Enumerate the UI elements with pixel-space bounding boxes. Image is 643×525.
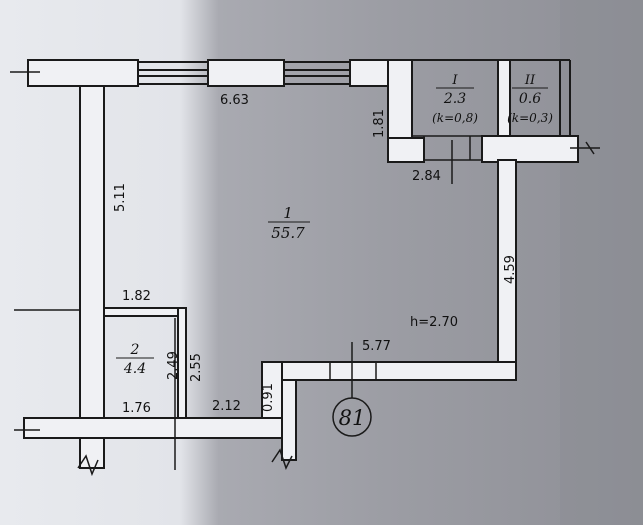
dim-room2-height: 2.49 — [166, 351, 181, 380]
room-1-label: 1 55.7 — [268, 204, 310, 242]
wall-room2-right — [177, 307, 187, 419]
room-2-label: 2 4.4 — [116, 342, 154, 377]
wall-bottom — [23, 417, 283, 439]
dim-room2-bottom: 1.76 — [122, 401, 151, 416]
walls — [23, 59, 579, 469]
room-I-coef: (k=0,8) — [432, 111, 478, 125]
wall-top-pier — [207, 59, 285, 87]
dim-step-height: 0.91 — [261, 383, 276, 412]
apartment-number-circle — [332, 397, 372, 437]
wall-entrance-jamb — [281, 379, 297, 461]
dim-room2-top: 1.82 — [122, 289, 151, 304]
room-II-coef: (k=0,3) — [507, 111, 553, 125]
paper-edge-shadow — [560, 0, 643, 525]
ceiling-height: h=2.70 — [410, 315, 458, 330]
dim-bottom-wall: 5.77 — [362, 339, 391, 354]
wall-top-left — [27, 59, 139, 87]
wall-right-top — [481, 135, 579, 163]
room-II-area: 0.6 — [519, 91, 541, 107]
room-2-number: 2 — [130, 342, 140, 358]
dim-right-wall: 4.59 — [503, 255, 518, 284]
dim-room2-outer-height: 2.55 — [189, 353, 204, 382]
room-I-label: I 2.3 (k=0,8) — [432, 73, 478, 125]
room-1-number: 1 — [283, 204, 293, 222]
room-II-label: II 0.6 (k=0,3) — [507, 73, 553, 125]
dim-corridor-width: 2.12 — [212, 399, 241, 414]
wall-niche-bottom — [387, 137, 425, 163]
room-lines — [10, 71, 600, 477]
dim-niche-depth: 1.81 — [372, 109, 387, 138]
wall-bottom-right — [261, 361, 517, 381]
room-I-number: I — [451, 73, 458, 88]
room-II-number: II — [524, 73, 536, 88]
dim-top-wall: 6.63 — [220, 93, 249, 108]
room-I-area: 2.3 — [443, 91, 466, 107]
apartment-number: 81 — [339, 406, 366, 430]
room-1-area: 55.7 — [271, 224, 305, 242]
dim-niche-width: 2.84 — [412, 169, 441, 184]
wall-bottom-stub — [79, 437, 105, 469]
dim-left-wall: 5.11 — [113, 183, 128, 212]
wall-room2-top — [103, 307, 179, 317]
room-2-area: 4.4 — [123, 361, 146, 377]
wall-left — [79, 85, 105, 421]
wall-partition-I-II — [497, 59, 511, 139]
